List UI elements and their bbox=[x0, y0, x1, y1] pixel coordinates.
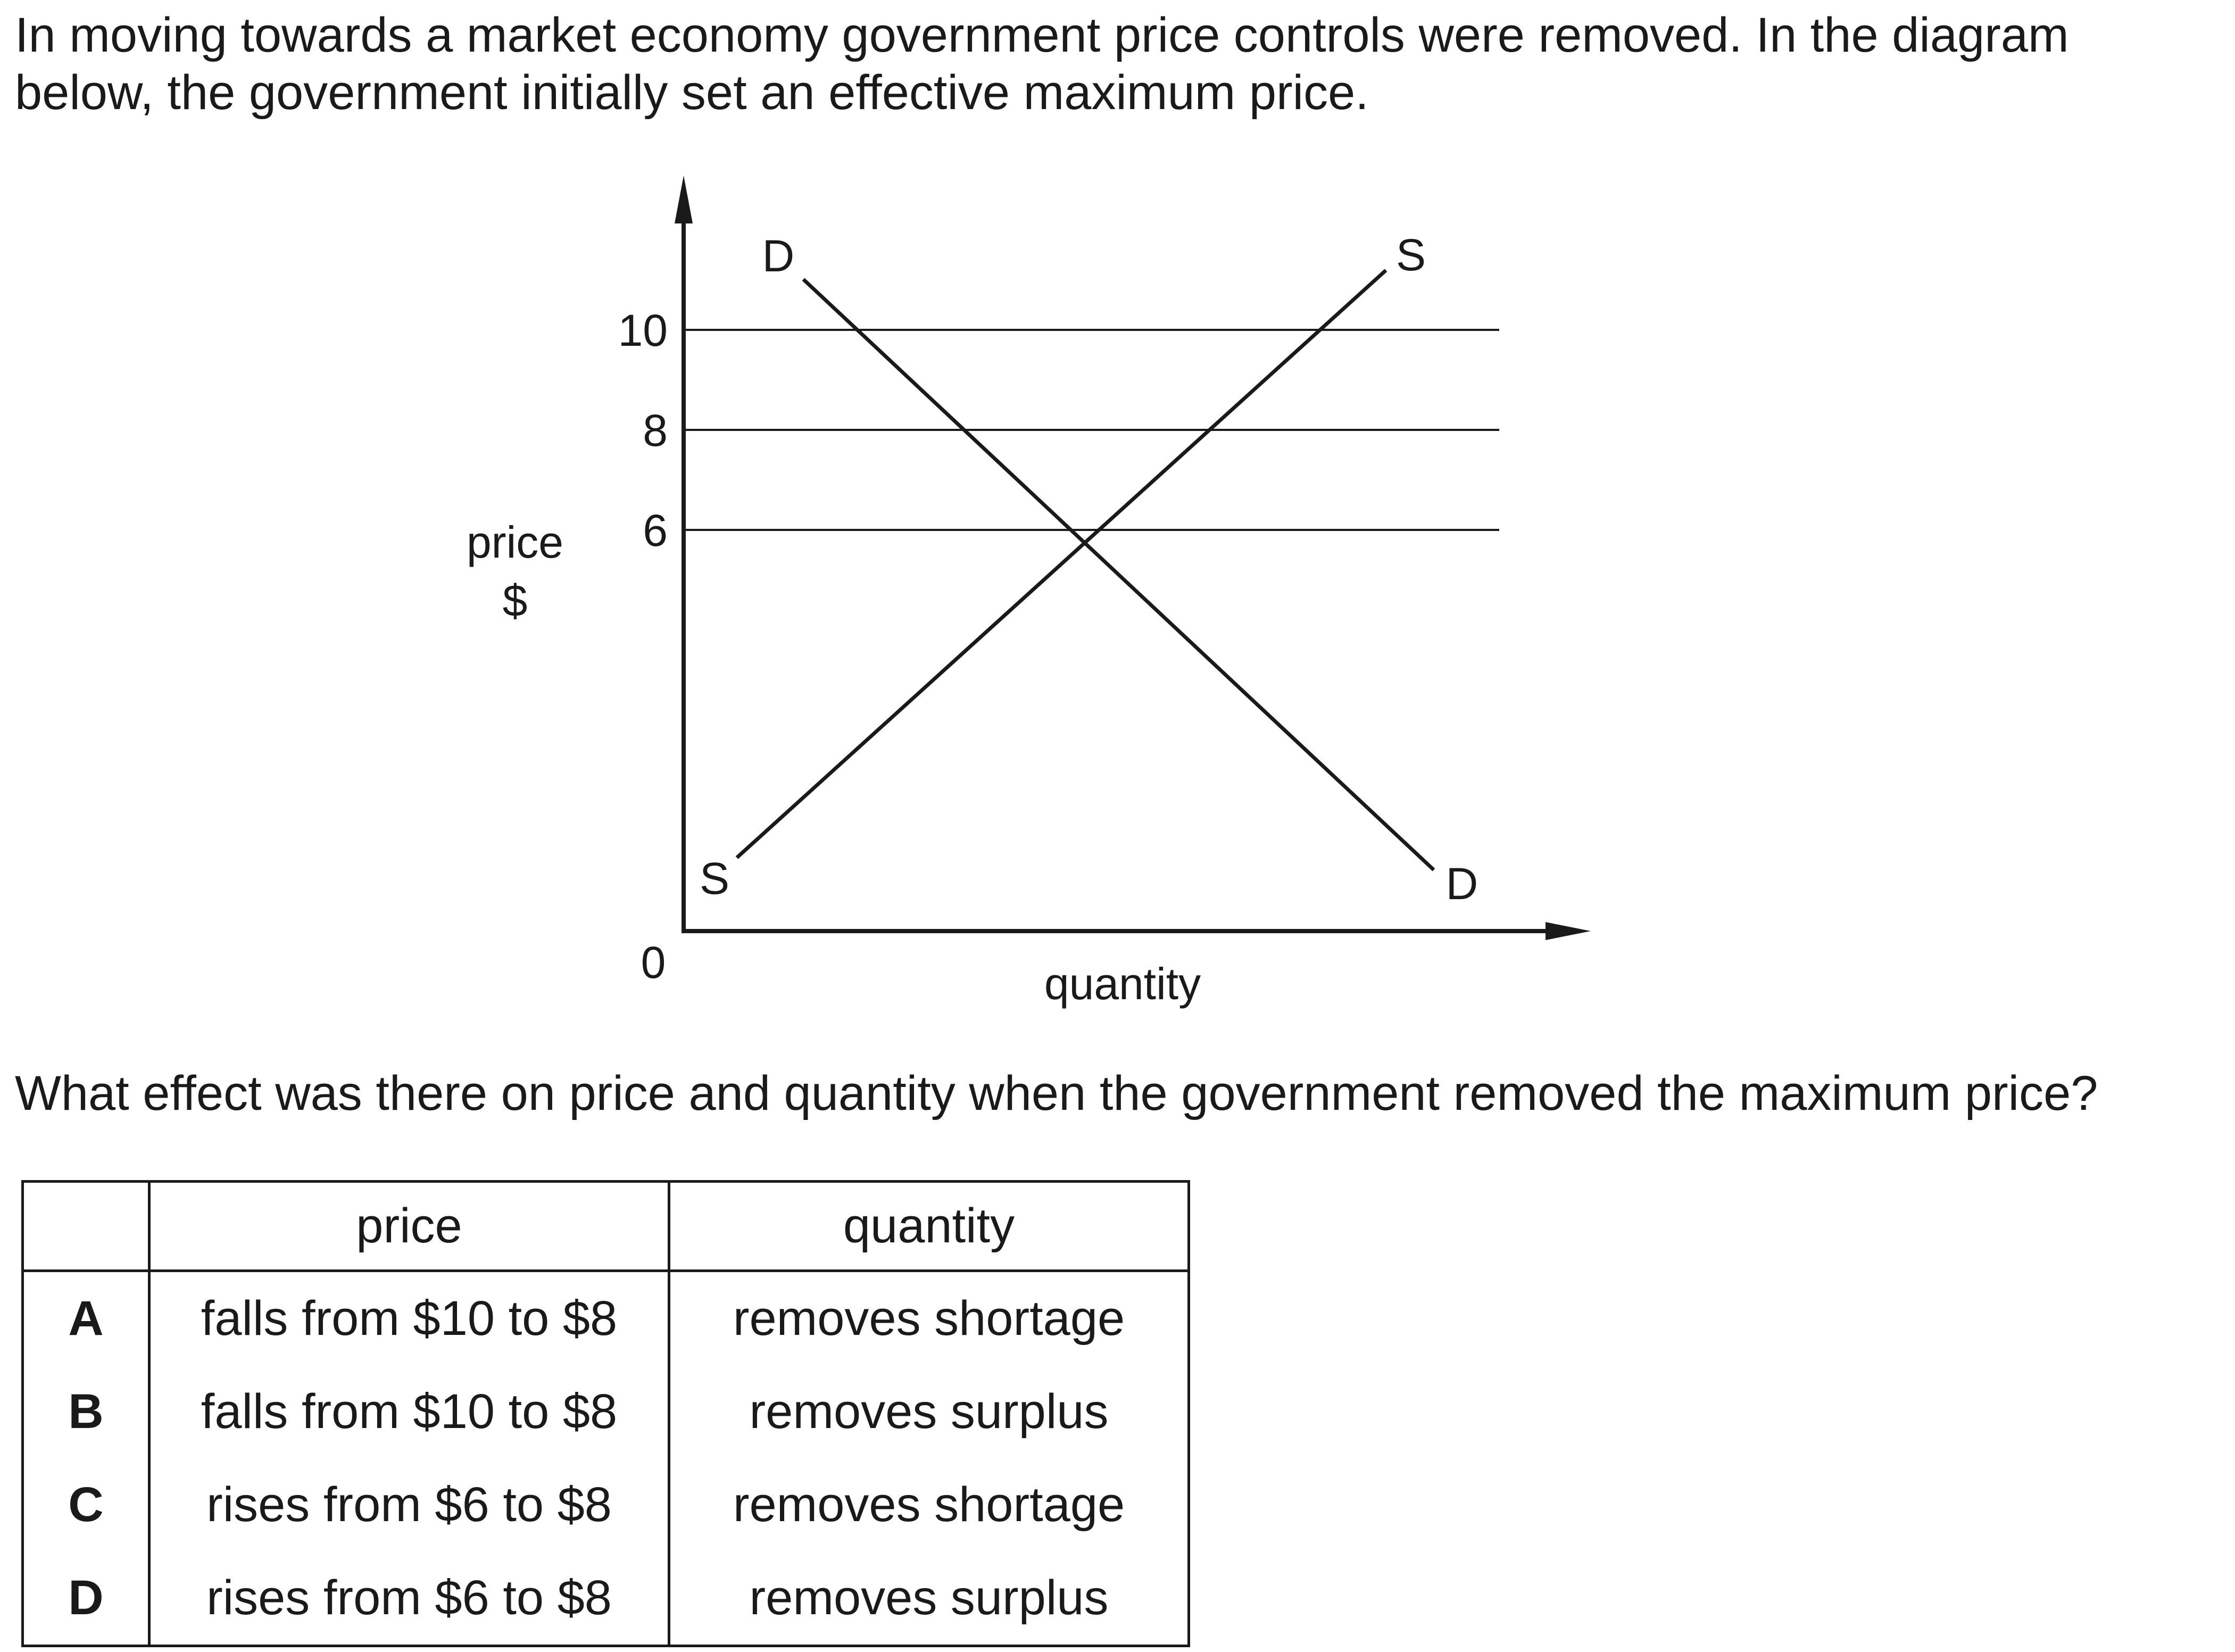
supply-curve bbox=[735, 269, 1387, 859]
table-row[interactable]: C rises from $6 to $8 removes shortage bbox=[21, 1458, 1190, 1551]
option-letter: A bbox=[21, 1271, 151, 1365]
supply-demand-diagram: 10 8 6 0 price $ quantity D D S S bbox=[467, 176, 1591, 1009]
option-letter: B bbox=[21, 1365, 151, 1458]
question-intro: In moving towards a market economy gover… bbox=[15, 6, 2196, 121]
price-tick-label: 10 bbox=[618, 305, 668, 355]
origin-label: 0 bbox=[641, 937, 666, 987]
table-row[interactable]: B falls from $10 to $8 removes surplus bbox=[21, 1365, 1190, 1458]
option-price: rises from $6 to $8 bbox=[148, 1551, 670, 1647]
demand-curve bbox=[802, 278, 1435, 871]
demand-label-bottom: D bbox=[1446, 859, 1478, 909]
price-tick-label: 6 bbox=[643, 505, 668, 555]
option-quantity: removes surplus bbox=[668, 1551, 1190, 1647]
demand-label-top: D bbox=[762, 231, 795, 281]
x-axis-label: quantity bbox=[1044, 959, 1201, 1009]
price-tick-label: 8 bbox=[643, 405, 668, 455]
table-row[interactable]: D rises from $6 to $8 removes surplus bbox=[21, 1551, 1190, 1647]
option-quantity: removes surplus bbox=[668, 1365, 1190, 1458]
option-letter: D bbox=[21, 1551, 151, 1647]
answer-options-table: price quantity A falls from $10 to $8 re… bbox=[21, 1180, 1190, 1647]
option-price: falls from $10 to $8 bbox=[148, 1271, 670, 1365]
option-letter: C bbox=[21, 1458, 151, 1551]
header-quantity: quantity bbox=[668, 1180, 1190, 1272]
intro-line-1: In moving towards a market economy gover… bbox=[15, 8, 2069, 62]
y-axis-label-currency: $ bbox=[503, 576, 528, 626]
header-option bbox=[21, 1180, 151, 1272]
y-axis-label-price: price bbox=[467, 517, 563, 567]
option-price: falls from $10 to $8 bbox=[148, 1365, 670, 1458]
header-price: price bbox=[148, 1180, 670, 1272]
supply-label-bottom: S bbox=[700, 853, 729, 903]
supply-label-top: S bbox=[1396, 230, 1426, 280]
intro-line-2: below, the government initially set an e… bbox=[15, 65, 1369, 120]
option-price: rises from $6 to $8 bbox=[148, 1458, 670, 1551]
table-header-row: price quantity bbox=[21, 1180, 1190, 1272]
option-quantity: removes shortage bbox=[668, 1271, 1190, 1365]
option-quantity: removes shortage bbox=[668, 1458, 1190, 1551]
table-row[interactable]: A falls from $10 to $8 removes shortage bbox=[21, 1271, 1190, 1365]
x-axis-arrowhead bbox=[1546, 922, 1591, 940]
y-axis-arrowhead bbox=[675, 176, 693, 223]
question-prompt: What effect was there on price and quant… bbox=[15, 1066, 2098, 1120]
